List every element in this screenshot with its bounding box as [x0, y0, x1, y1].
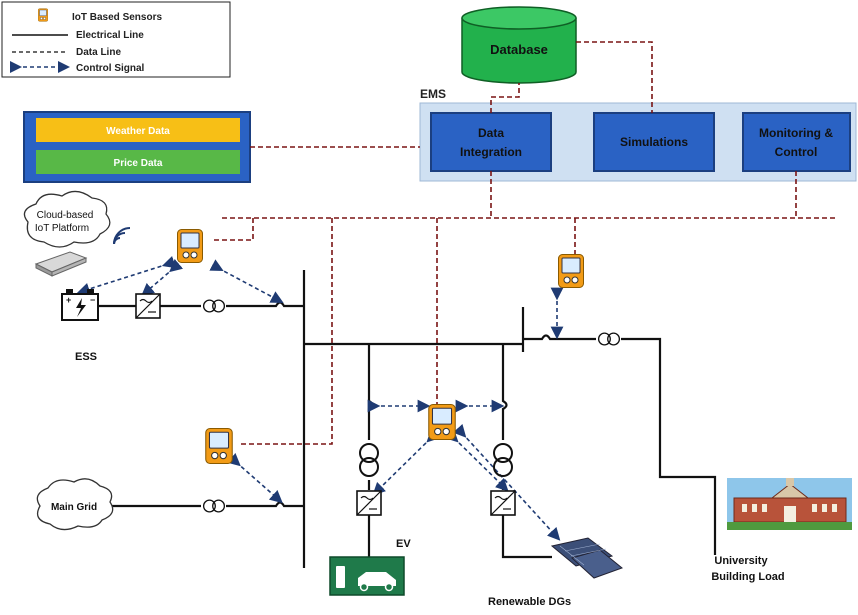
- ev-label: EV: [396, 538, 411, 550]
- battery-icon: + −: [61, 289, 99, 321]
- electrical-lines: [96, 270, 717, 568]
- cloud-label-line1: Cloud-based: [37, 210, 94, 221]
- sensor-legend-icon: [38, 8, 48, 22]
- university-label-line1: University: [714, 555, 768, 567]
- grid-transformer-icon: [202, 499, 226, 513]
- legend-control: Control Signal: [76, 63, 145, 74]
- ems-label: EMS: [420, 87, 446, 101]
- monitoring-line2: Control: [775, 145, 818, 159]
- ev-converter-icon: [356, 490, 382, 516]
- ev-charger: [329, 556, 405, 596]
- university-building-icon: [727, 478, 852, 530]
- database-cylinder: Database: [461, 6, 577, 84]
- data-integration-line2: Integration: [460, 145, 522, 159]
- monitoring-line1: Monitoring &: [759, 126, 833, 140]
- university-label-line2: Building Load: [711, 571, 784, 583]
- renewable-label: Renewable DGs: [488, 596, 571, 608]
- simulations-label: Simulations: [620, 135, 688, 149]
- ess-converter-icon: [135, 293, 161, 319]
- gateway-device-icon: [34, 251, 88, 277]
- load-transformer-icon: [597, 332, 621, 346]
- main-grid-label: Main Grid: [51, 502, 97, 513]
- weather-data-label: Weather Data: [106, 126, 170, 137]
- svg-text:+: +: [66, 295, 71, 305]
- external-inputs: Weather Data Price Data: [23, 111, 251, 183]
- control-signals: [76, 255, 564, 541]
- svg-text:−: −: [90, 295, 95, 305]
- legend: IoT Based Sensors Electrical Line Data L…: [1, 1, 231, 78]
- database-label: Database: [490, 42, 548, 57]
- main-grid-sensor-icon: [205, 428, 233, 464]
- ess-transformer-icon: [202, 299, 226, 313]
- main-grid-cloud: Main Grid: [36, 478, 114, 531]
- legend-sensor: IoT Based Sensors: [72, 12, 162, 23]
- wifi-icon: [113, 227, 131, 245]
- university-sensor-icon: [558, 254, 584, 288]
- dg-converter-icon: [490, 490, 516, 516]
- price-data-label: Price Data: [114, 158, 163, 169]
- legend-electrical: Electrical Line: [76, 30, 144, 41]
- monitoring-box: [742, 112, 851, 172]
- data-lines: [212, 41, 838, 445]
- hub-sensor-icon: [428, 404, 456, 440]
- data-integration-line1: Data: [478, 126, 504, 140]
- ess-sensor-icon: [177, 229, 203, 263]
- data-integration-box: [430, 112, 552, 172]
- cloud-platform: Cloud-based IoT Platform: [23, 190, 131, 277]
- ems-panel: EMS Data Integration Simulations Monitor…: [419, 87, 857, 182]
- cloud-label-line2: IoT Platform: [35, 223, 89, 234]
- ev-transformer-icon: [359, 443, 379, 477]
- legend-data: Data Line: [76, 47, 121, 58]
- ess-label: ESS: [75, 351, 97, 363]
- simulations-box: [593, 112, 715, 172]
- solar-panels-icon: [550, 537, 624, 579]
